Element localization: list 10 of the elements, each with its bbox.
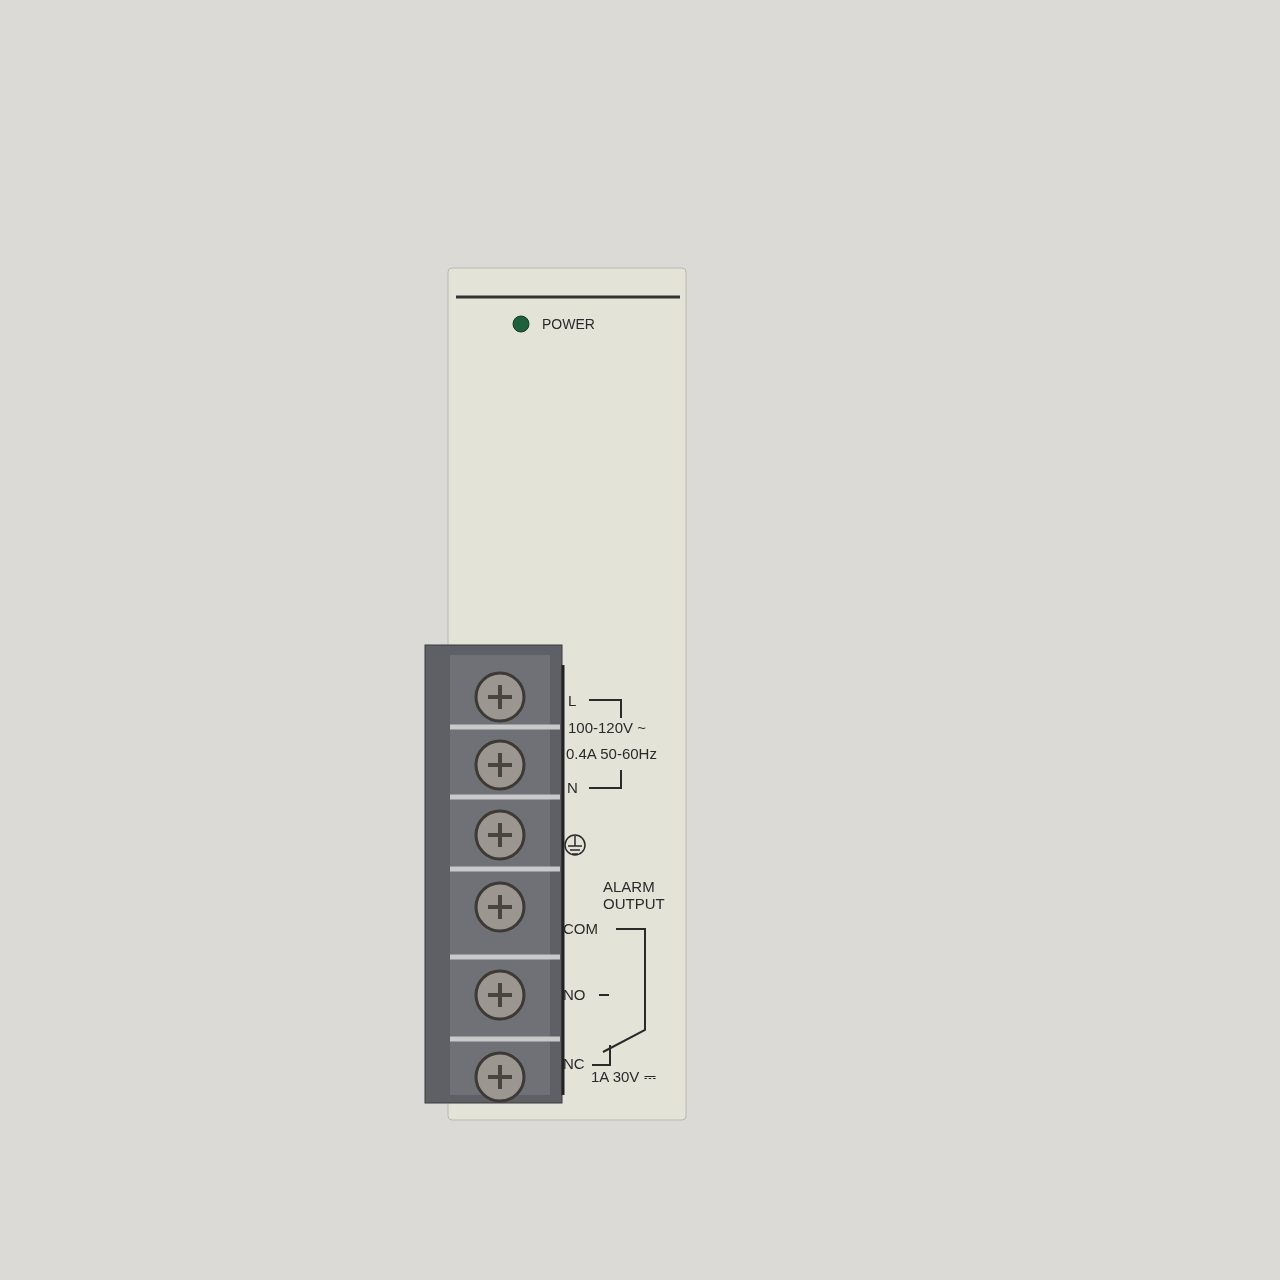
rating-label: 1A 30V ⎓ xyxy=(591,1068,656,1085)
rating-label: 100-120V ~ xyxy=(568,719,646,736)
indicator-label: POWER xyxy=(542,316,595,333)
section-heading: ALARM OUTPUT xyxy=(603,878,666,912)
terminal-label: N xyxy=(567,779,578,796)
terminal-label: COM xyxy=(563,920,598,937)
terminal-label: NO xyxy=(563,986,586,1003)
terminal-label: NC xyxy=(563,1055,585,1072)
terminal-label: L xyxy=(568,692,577,709)
rating-label: 0.4A 50-60Hz xyxy=(566,745,657,762)
